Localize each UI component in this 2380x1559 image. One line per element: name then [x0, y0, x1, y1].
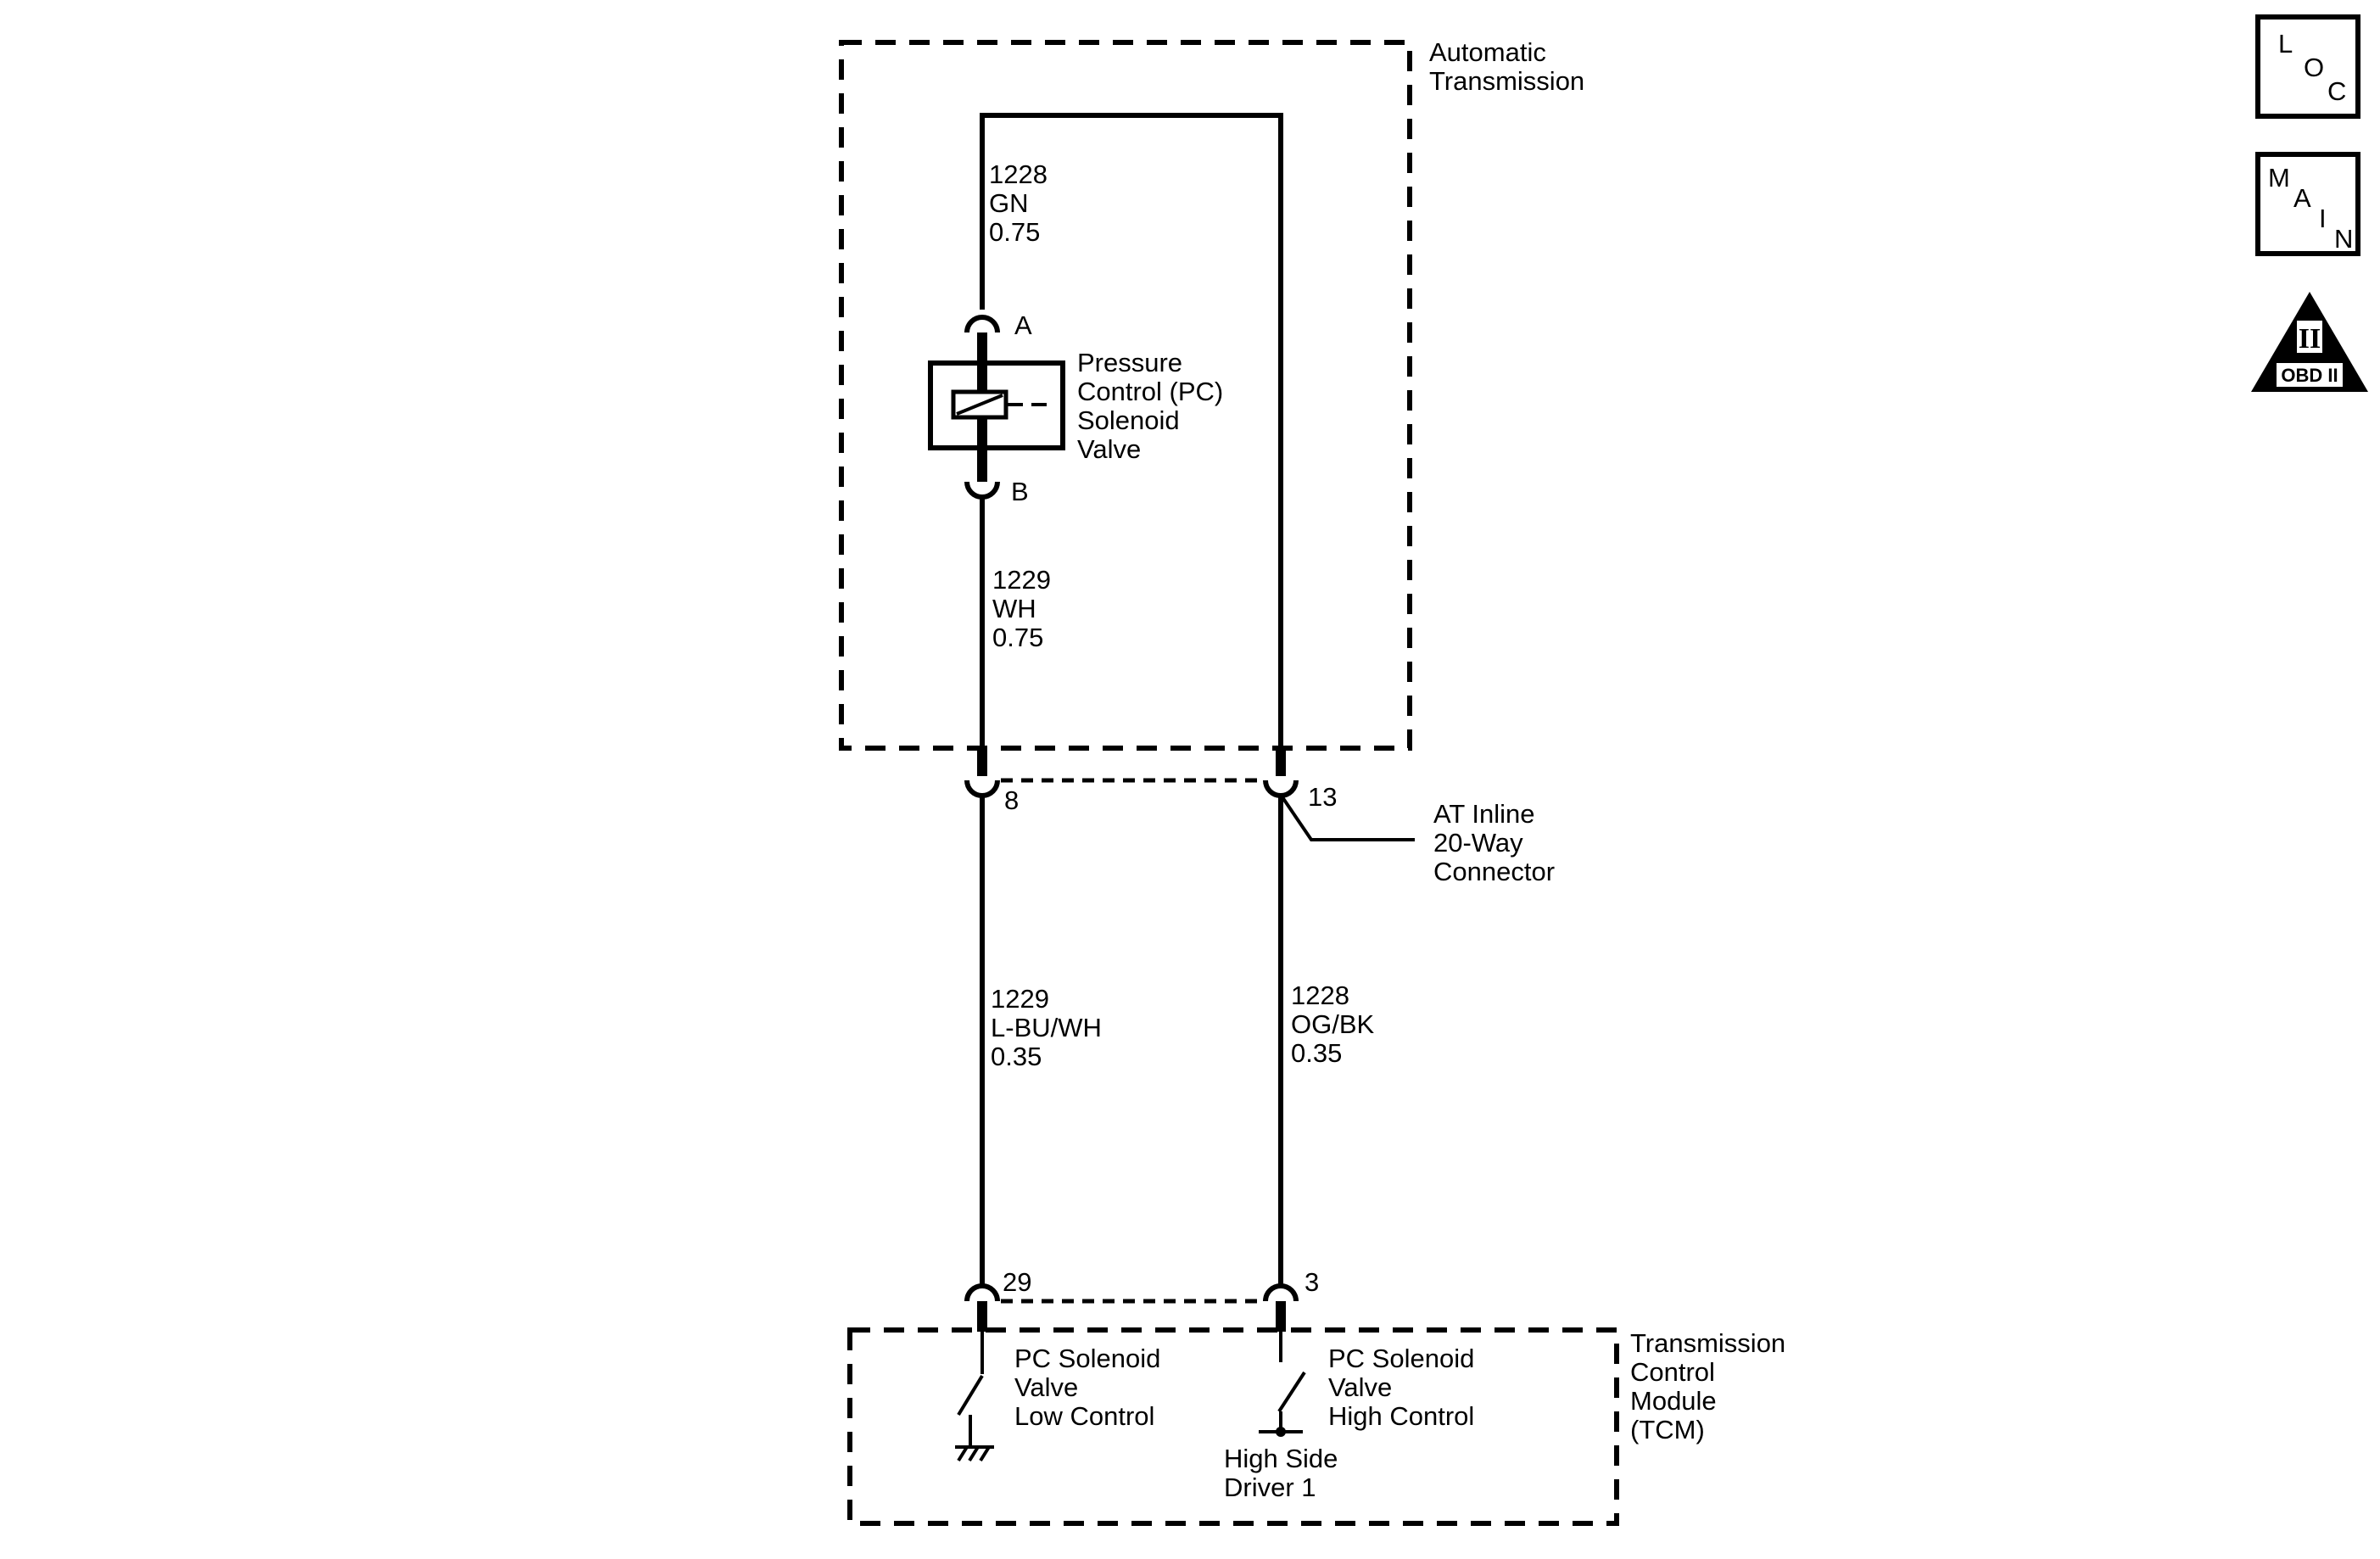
obd-ii-icon[interactable]: II OBD II	[2251, 292, 2368, 392]
pin-b-label: B	[1011, 477, 1029, 506]
low-control-label: PC Solenoid Valve Low Control	[1014, 1344, 1168, 1431]
loc-icon[interactable]: L O C	[2255, 14, 2360, 119]
wire-label-1229-wh: 1229 WH 0.75	[992, 565, 1059, 652]
pin-3-label: 3	[1305, 1267, 1319, 1297]
terminal-b	[964, 448, 1000, 500]
tcm-connector	[964, 1283, 1299, 1332]
wire-label-1228-og-bk: 1228 OG/BK 0.35	[1291, 981, 1382, 1068]
svg-text:II: II	[2299, 323, 2321, 355]
svg-text:I: I	[2319, 204, 2327, 233]
main-icon[interactable]: M A I N	[2255, 152, 2360, 256]
wire-label-1229-l-bu-wh: 1229 L-BU/WH 0.35	[991, 984, 1109, 1071]
pc-solenoid-label: Pressure Control (PC) Solenoid Valve	[1077, 348, 1231, 464]
svg-text:A: A	[2293, 183, 2311, 213]
automatic-transmission-boundary	[839, 40, 1412, 751]
wire-label-1228-gn: 1228 GN 0.75	[989, 159, 1055, 247]
svg-text:O: O	[2304, 53, 2324, 82]
pc-solenoid-valve	[928, 360, 1065, 450]
pin-a-label: A	[1014, 310, 1032, 340]
tcm-boundary	[847, 1327, 1619, 1526]
low-control-switch	[957, 1332, 984, 1447]
svg-text:N: N	[2334, 224, 2353, 254]
svg-text:M: M	[2268, 163, 2290, 193]
svg-text:C: C	[2327, 76, 2346, 106]
svg-text:L: L	[2278, 29, 2293, 59]
ground-icon	[955, 1445, 994, 1462]
pin-29-label: 29	[1003, 1267, 1031, 1297]
tcm-label: Transmission Control Module (TCM)	[1630, 1328, 1793, 1444]
inline-connector-label: AT Inline 20-Way Connector	[1433, 799, 1555, 886]
high-side-driver-label: High Side Driver 1	[1224, 1444, 1345, 1502]
terminal-a	[964, 315, 1000, 365]
pin-8-label: 8	[1004, 785, 1019, 815]
automatic-transmission-label: Automatic Transmission	[1429, 37, 1584, 96]
pin-13-label: 13	[1308, 782, 1337, 812]
high-control-switch	[1259, 1332, 1306, 1437]
at-inline-connector	[964, 748, 1415, 841]
high-control-label: PC Solenoid Valve High Control	[1328, 1344, 1482, 1431]
wire-1228-loop	[980, 113, 1283, 762]
svg-text:OBD II: OBD II	[2281, 365, 2338, 386]
